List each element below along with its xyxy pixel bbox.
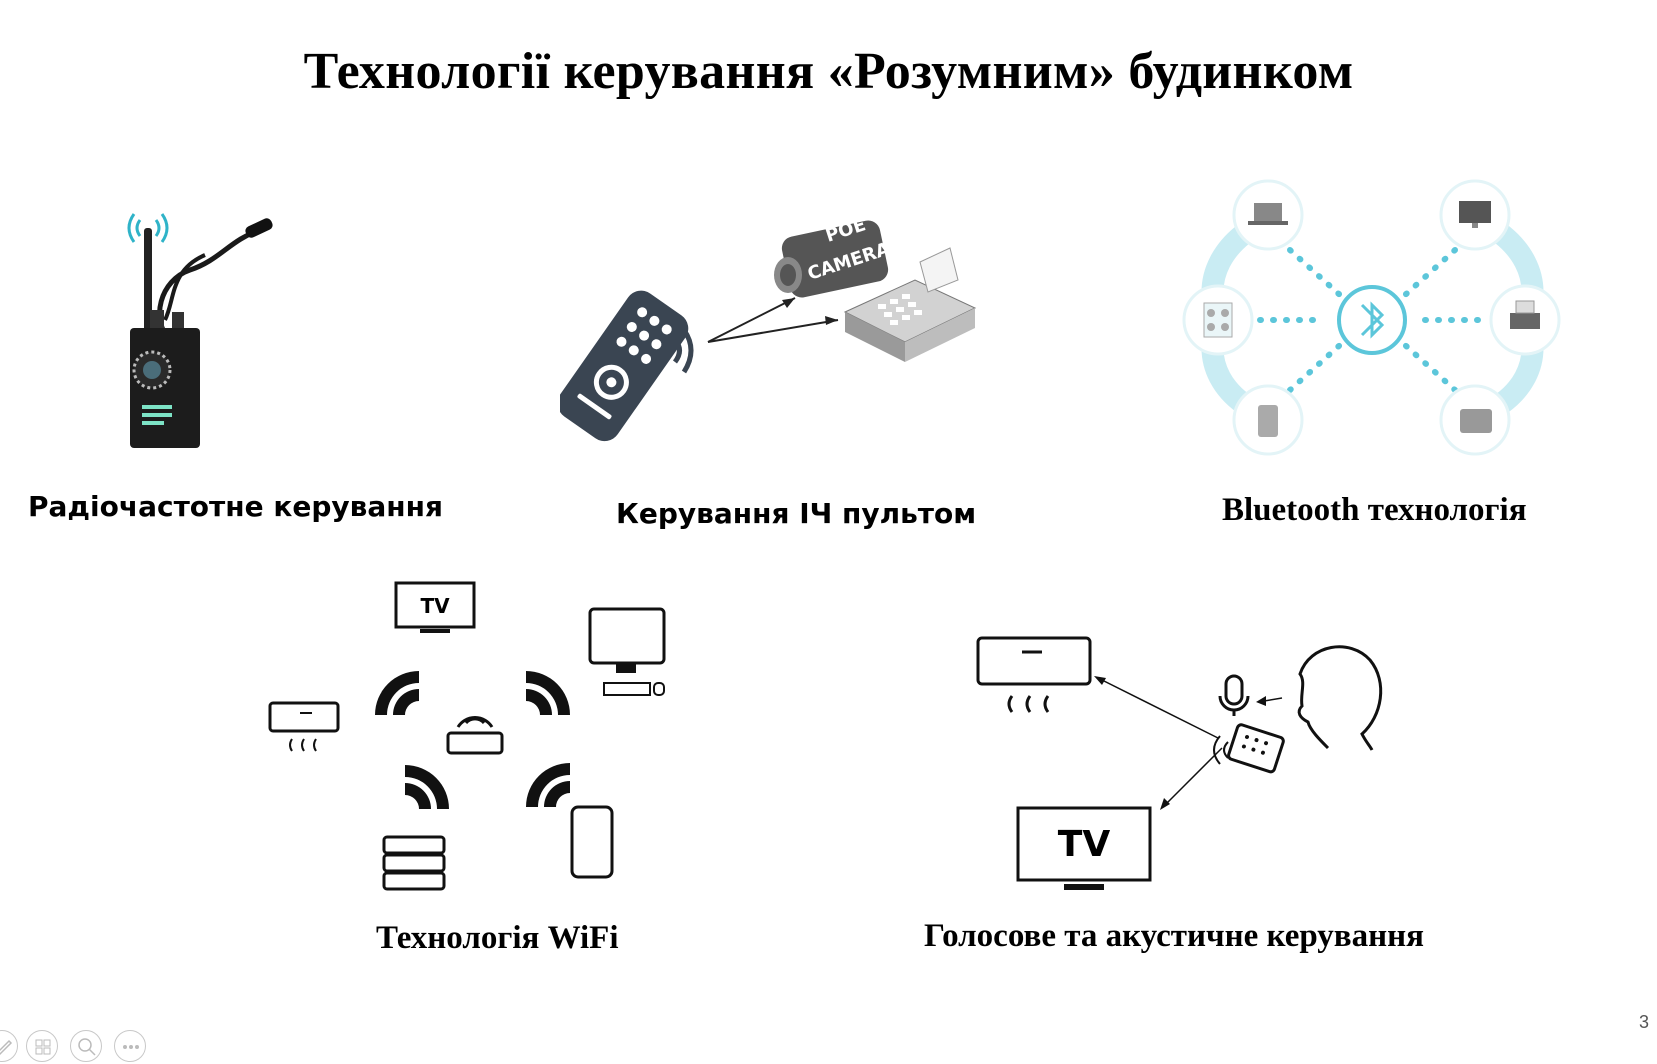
wifi-router-icon <box>446 716 504 755</box>
wifi-signal-icon <box>375 671 570 809</box>
wifi-tv-label: TV <box>420 594 450 618</box>
zoom-button[interactable] <box>70 1030 102 1062</box>
poe-camera-icon: POE CAMERA <box>774 214 893 298</box>
more-options-button[interactable] <box>114 1030 146 1062</box>
laptop-icon <box>1248 203 1288 225</box>
ir-caption: Керування ІЧ пультом <box>616 497 977 530</box>
microphone-icon <box>1218 674 1250 716</box>
wifi-caption: Технологія WiFi <box>376 920 619 956</box>
bluetooth-network-illustration <box>1182 179 1561 456</box>
monitor-icon <box>1459 201 1491 228</box>
wifi-network-illustration: TV <box>268 581 666 891</box>
tablet-icon <box>1460 409 1492 433</box>
smart-remote-icon <box>1227 723 1285 774</box>
tv-icon: TV <box>1016 806 1152 890</box>
printer-icon <box>1510 300 1540 329</box>
voice-control-illustration: TV <box>976 636 1383 890</box>
bluetooth-caption: Bluetooth технологія <box>1222 492 1527 528</box>
radio-caption: Радіочастотне керування <box>28 490 443 523</box>
phone-icon <box>1258 405 1278 437</box>
bluetooth-icon <box>1360 301 1385 339</box>
pen-icon <box>0 1039 13 1056</box>
more-options-icon <box>123 1045 139 1049</box>
desktop-computer-icon <box>588 607 666 696</box>
air-conditioner-icon <box>976 636 1092 713</box>
pen-button[interactable] <box>0 1030 18 1062</box>
slide-title: Технології керування «Розумним» будинком <box>303 43 1354 100</box>
ir-remote-illustration: POE CAMERA <box>560 214 977 442</box>
tv-icon: TV <box>394 581 476 633</box>
signal-waves-icon <box>127 213 169 243</box>
slides-grid-icon <box>35 1039 51 1055</box>
rf-detector-illustration <box>127 213 273 448</box>
speaker-icon <box>1203 302 1233 338</box>
remote-control-icon <box>560 290 689 442</box>
fax-machine-icon <box>843 247 977 362</box>
slides-grid-button[interactable] <box>26 1030 58 1062</box>
slide-number: 3 <box>1638 1012 1649 1032</box>
voice-tv-label: TV <box>1058 824 1111 865</box>
ir-signal-icon <box>672 328 694 374</box>
human-head-icon <box>1297 645 1383 751</box>
air-conditioner-icon <box>268 701 340 752</box>
smartphone-icon <box>570 805 614 879</box>
zoom-icon <box>78 1038 96 1056</box>
voice-caption: Голосове та акустичне керування <box>924 918 1424 954</box>
server-icon <box>382 835 446 891</box>
